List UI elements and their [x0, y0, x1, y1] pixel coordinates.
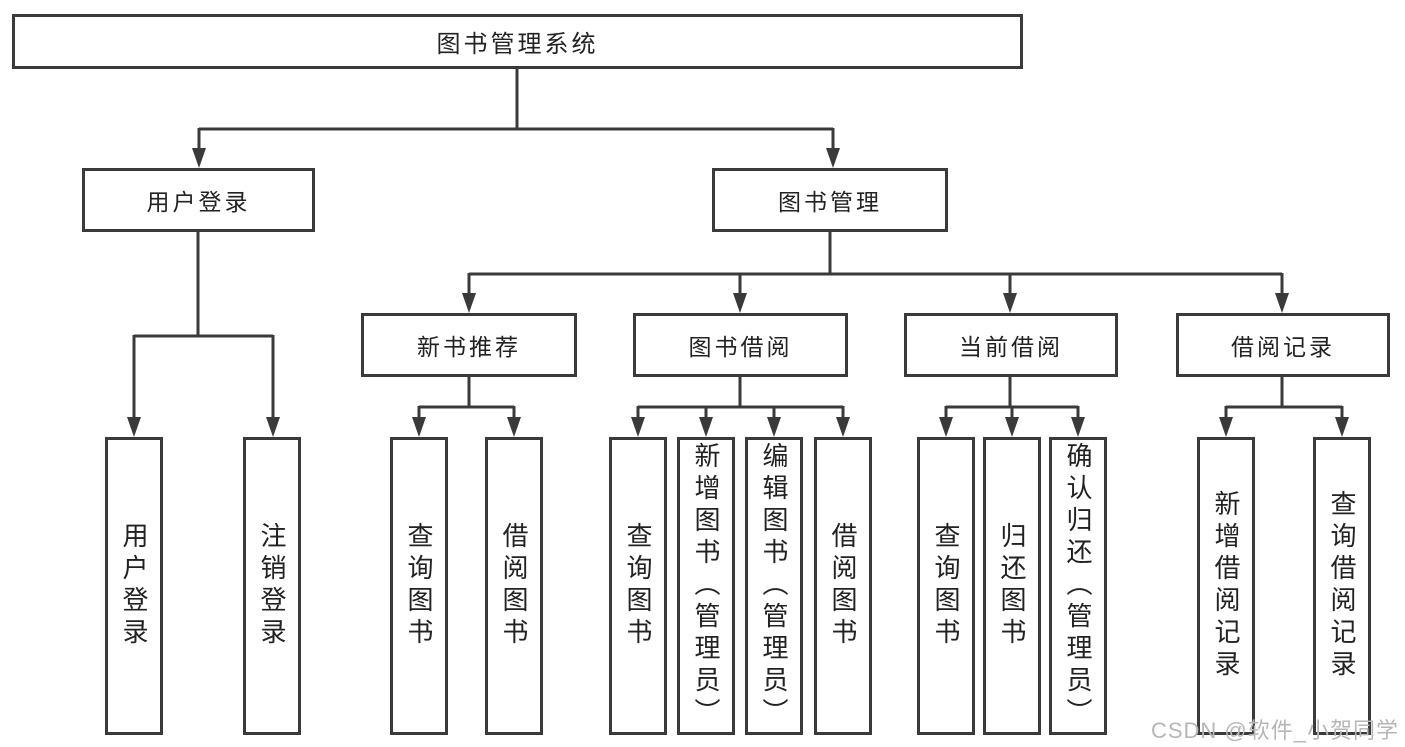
leaf-query-borrow-record: 查询借阅记录	[1313, 437, 1371, 735]
leaf-confirm-return-admin: 确认归还（管理员）	[1049, 437, 1107, 735]
node-user-login: 用户登录	[82, 168, 315, 232]
leaf-borrow-book-2-label: 借阅图书	[828, 522, 858, 650]
leaf-add-book-admin: 新增图书（管理员）	[677, 437, 735, 735]
arrow-down-icon	[826, 148, 840, 168]
watermark-text: CSDN @软件_小贺同学	[1150, 718, 1399, 743]
leaf-logout-label: 注销登录	[257, 522, 287, 650]
leaf-query-book-1-label: 查询图书	[404, 522, 434, 650]
node-current-borrow-label: 当前借阅	[959, 334, 1063, 360]
leaf-add-borrow-record: 新增借阅记录	[1197, 437, 1255, 735]
arrow-down-icon	[266, 417, 280, 437]
leaf-borrow-book-2: 借阅图书	[814, 437, 872, 735]
leaf-query-book-1: 查询图书	[390, 437, 448, 735]
leaf-logout: 注销登录	[243, 437, 301, 735]
arrow-down-icon	[192, 148, 206, 168]
connector-root-to-level2	[197, 68, 835, 152]
leaf-query-book-2: 查询图书	[609, 437, 667, 735]
arrow-down-icon	[939, 417, 953, 437]
node-book-management: 图书管理	[712, 168, 948, 232]
arrow-down-icon	[767, 417, 781, 437]
connector-current-to-leaves	[944, 377, 1080, 421]
arrow-down-icon	[1219, 417, 1233, 437]
arrow-down-icon	[1275, 293, 1289, 313]
connector-newbook-to-leaves	[417, 377, 516, 421]
arrow-down-icon	[1071, 417, 1085, 437]
leaf-borrow-book-1: 借阅图书	[485, 437, 543, 735]
node-root: 图书管理系统	[12, 14, 1023, 69]
leaf-return-book: 归还图书	[983, 437, 1041, 735]
arrow-down-icon	[699, 417, 713, 437]
node-book-borrow: 图书借阅	[633, 313, 848, 377]
leaf-borrow-book-1-label: 借阅图书	[499, 522, 529, 650]
arrow-down-icon	[1003, 293, 1017, 313]
leaf-query-book-2-label: 查询图书	[623, 522, 653, 650]
leaf-query-book-3-label: 查询图书	[931, 522, 961, 650]
node-user-login-label: 用户登录	[146, 189, 251, 215]
arrow-down-icon	[462, 293, 476, 313]
arrowheads	[127, 148, 1349, 437]
leaf-return-book-label: 归还图书	[997, 522, 1027, 650]
connector-userlogin-to-leaves	[132, 232, 275, 421]
arrow-down-icon	[412, 417, 426, 437]
leaf-edit-book-admin: 编辑图书（管理员）	[745, 437, 803, 735]
node-current-borrow: 当前借阅	[904, 313, 1118, 377]
node-new-book-recommend-label: 新书推荐	[417, 334, 521, 360]
node-borrow-records-label: 借阅记录	[1231, 334, 1335, 360]
leaf-add-borrow-record-label: 新增借阅记录	[1211, 490, 1241, 682]
leaf-edit-book-admin-label: 编辑图书（管理员）	[759, 442, 789, 730]
node-book-management-label: 图书管理	[778, 189, 882, 215]
leaf-confirm-return-admin-label: 确认归还（管理员）	[1063, 442, 1093, 730]
connector-records-to-leaves	[1224, 377, 1344, 421]
leaf-user-login-label: 用户登录	[119, 522, 149, 650]
leaf-query-book-3: 查询图书	[917, 437, 975, 735]
node-book-borrow-label: 图书借阅	[688, 334, 793, 360]
arrow-down-icon	[631, 417, 645, 437]
arrow-down-icon	[836, 417, 850, 437]
leaf-query-borrow-record-label: 查询借阅记录	[1327, 490, 1357, 682]
node-root-label: 图书管理系统	[436, 31, 599, 58]
connector-borrow-to-leaves	[636, 377, 845, 421]
arrow-down-icon	[1335, 417, 1349, 437]
connector-paths	[132, 68, 1344, 421]
arrow-down-icon	[1005, 417, 1019, 437]
arrow-down-icon	[127, 417, 141, 437]
connector-bookmgmt-to-level3	[467, 232, 1284, 297]
node-borrow-records: 借阅记录	[1176, 313, 1390, 377]
arrow-down-icon	[733, 293, 747, 313]
arrow-down-icon	[507, 417, 521, 437]
leaf-user-login: 用户登录	[105, 437, 163, 735]
node-new-book-recommend: 新书推荐	[361, 313, 577, 377]
leaf-add-book-admin-label: 新增图书（管理员）	[691, 442, 721, 730]
